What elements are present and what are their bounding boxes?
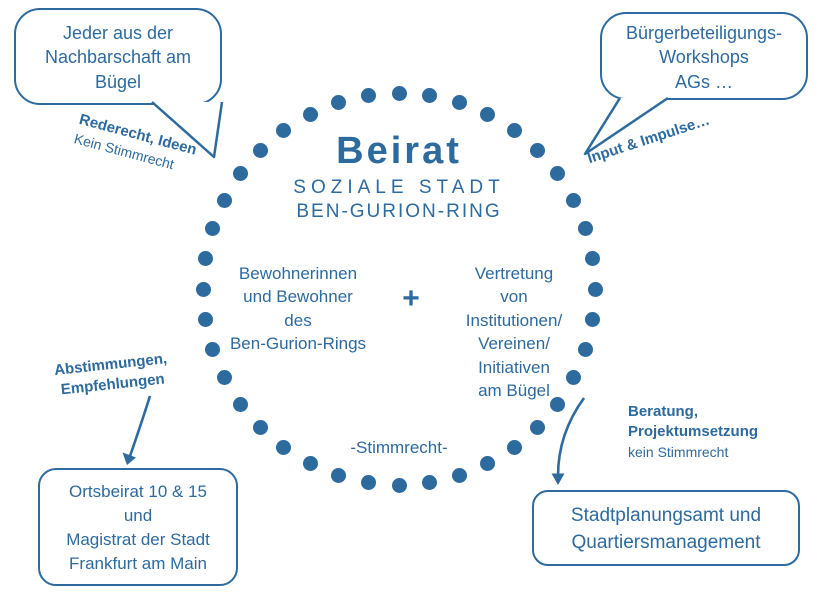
- ring-dot: [391, 477, 407, 493]
- ring-dot: [550, 166, 566, 182]
- ring-dot: [205, 220, 221, 236]
- ring-dot: [216, 370, 232, 386]
- ring-dot: [566, 370, 582, 386]
- ring-dot: [205, 342, 221, 358]
- ring-dot: [422, 87, 438, 103]
- residents-group-text: Bewohnerinnen und Bewohner des Ben-Gurio…: [229, 264, 367, 354]
- member-groups: Bewohnerinnen und Bewohner des Ben-Gurio…: [212, 262, 590, 403]
- ring-dot: [276, 122, 292, 138]
- ring-dot: [452, 467, 468, 483]
- bubble-workshops: Bürgerbeteiligungs- Workshops AGs …: [600, 12, 808, 100]
- ring-dot: [452, 95, 468, 111]
- ring-dot: [506, 122, 522, 138]
- plus-sign: +: [402, 282, 420, 315]
- subtitle-line2: BEN-GURION-RING: [296, 201, 502, 222]
- ring-dot: [506, 440, 522, 456]
- center-title: Beirat SOZIALE STADT BEN-GURION-RING: [239, 130, 559, 223]
- box-ortsbeirat: Ortsbeirat 10 & 15 und Magistrat der Sta…: [38, 468, 238, 586]
- ring-dot: [330, 467, 346, 483]
- label-beratung-plain: kein Stimmrecht: [628, 443, 729, 460]
- voting-right-note: -Stimmrecht-: [350, 438, 448, 457]
- ring-dot: [530, 142, 546, 158]
- ring-dot: [585, 312, 601, 328]
- bubble-workshops-tail: [583, 96, 669, 156]
- bubble-neighbourhood-tail: [151, 101, 224, 159]
- ring-dot: [360, 475, 376, 491]
- ring-dot: [252, 142, 268, 158]
- page-title: Beirat: [336, 130, 462, 172]
- bubble-neighbourhood: Jeder aus der Nachbarschaft am Bügel: [14, 8, 222, 105]
- ring-dot: [330, 95, 346, 111]
- ring-dot: [480, 106, 496, 122]
- ring-dot: [197, 250, 213, 266]
- ring-dot: [566, 192, 582, 208]
- ring-dot: [302, 456, 318, 472]
- ring-dot: [276, 440, 292, 456]
- label-beratung-bold: Beratung, Projektumsetzung: [628, 403, 759, 441]
- ring-dot: [577, 342, 593, 358]
- ring-dot: [422, 475, 438, 491]
- label-beratung: Beratung, Projektumsetzung kein Stimmrec…: [628, 402, 758, 461]
- ring-dot: [530, 420, 546, 436]
- ring-dot: [197, 312, 213, 328]
- ring-dot: [360, 87, 376, 103]
- box-stadtplanungsamt: Stadtplanungsamt und Quartiersmanagement: [532, 490, 800, 566]
- ring-dot: [232, 166, 248, 182]
- ring-dot: [302, 106, 318, 122]
- ring-dot: [577, 220, 593, 236]
- ring-dot: [391, 85, 407, 101]
- subtitle-line1: SOZIALE STADT: [293, 177, 505, 198]
- ring-dot: [587, 281, 603, 297]
- ring-dot: [252, 420, 268, 436]
- ring-dot: [585, 250, 601, 266]
- ring-dot: [195, 281, 211, 297]
- ring-dot: [216, 192, 232, 208]
- ring-dot: [480, 456, 496, 472]
- ring-dot: [232, 396, 248, 412]
- institutions-group-text: Vertretung von Institutionen/ Vereinen/ …: [465, 264, 563, 401]
